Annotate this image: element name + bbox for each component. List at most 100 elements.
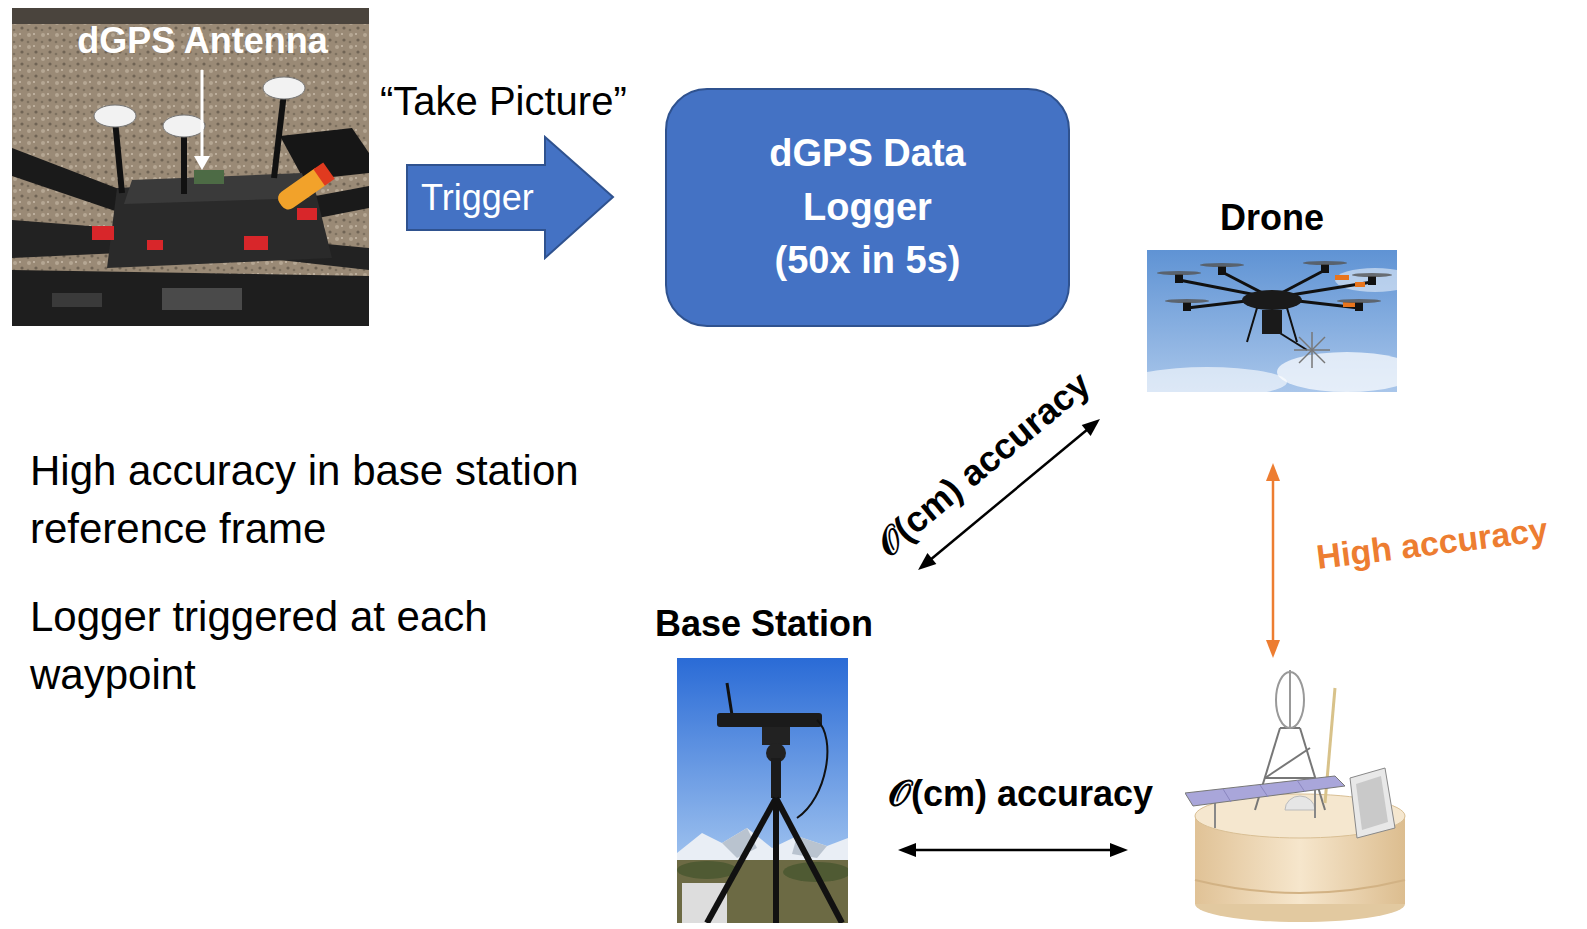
drone-photo-part [275, 162, 335, 212]
drone-image-part-part [1352, 273, 1392, 277]
drone-image-part-part [1299, 337, 1325, 363]
note-text: Logger triggered at each waypoint [30, 588, 590, 704]
drone-image-part-part [1157, 271, 1201, 275]
drone-image-part [1242, 290, 1302, 310]
base-station-photo-part-part [776, 798, 842, 923]
drone-node: Drone [1147, 194, 1397, 392]
arrow-head [1082, 419, 1100, 436]
base-station-photo-part-part [707, 798, 776, 923]
orange-arrow-part [1266, 463, 1280, 481]
detector-illustration-part-part [1300, 728, 1325, 810]
antenna-label: dGPS Antenna [24, 20, 381, 62]
drone-image-part [1262, 310, 1282, 334]
quote-heading: “Take Picture” [380, 75, 627, 127]
drone-photo-part [201, 70, 204, 158]
arrow-head [918, 553, 936, 570]
logger-box: dGPS Data Logger (50x in 5s) [665, 88, 1070, 327]
drone-image-part [1247, 308, 1307, 350]
label-holder: Logger triggered at each waypoint [30, 588, 590, 704]
detector-illustration-part [1350, 768, 1395, 838]
detector-illustration-part [1289, 670, 1291, 728]
drone-photo-part-part [115, 120, 122, 193]
black-arrow-part [898, 843, 916, 857]
drone-photo-part [194, 170, 224, 184]
label-holder: High accuracy [1314, 508, 1550, 578]
base-station-photo-part-part [773, 798, 779, 923]
drone-photo-part [115, 93, 284, 194]
label-holder: High accuracy in base station reference … [30, 442, 730, 558]
base-station-photo-part [762, 727, 790, 745]
orange-arrow [1266, 463, 1280, 658]
trigger-text: Trigger [405, 135, 615, 260]
edge-label-holder: 𝒪(cm) accuracy [867, 362, 1099, 565]
drone-image-part [1175, 264, 1376, 311]
drone-image-part-part [1218, 266, 1226, 275]
orange-arrow-part [1266, 640, 1280, 658]
drone-photo-part [12, 270, 369, 326]
drone-photo-part [163, 115, 205, 137]
base-station-heading: Base Station [655, 600, 873, 648]
drone-image-part-part [1200, 263, 1244, 267]
base-station-photo-part [677, 861, 737, 879]
base-station-photo-part [727, 683, 732, 715]
drone-photo-part [94, 105, 136, 127]
drone-image-part-part [1368, 276, 1376, 285]
drone-image-part [1147, 367, 1287, 392]
base-station-photo [677, 658, 848, 923]
drone-image-part [1294, 332, 1330, 368]
drone-photo-part-part [92, 226, 114, 240]
detector-illustration-part [1223, 780, 1305, 802]
accuracy-label: High accuracy [1314, 508, 1550, 578]
detector-illustration-part [1276, 672, 1304, 728]
detector-illustration-part-part [1265, 748, 1310, 778]
detector-illustration-part [1285, 796, 1315, 810]
trigger-node: “Take Picture” Trigger [380, 75, 627, 260]
detector-illustration-part-part [1314, 790, 1316, 818]
drone-image-part-part [1303, 261, 1347, 265]
drone-image-part-part [1287, 308, 1297, 342]
label-holder: dGPS Antenna [24, 20, 381, 62]
base-station-photo-part [771, 758, 781, 798]
drone-photo-part [162, 288, 242, 310]
drone-image-part-part [1175, 274, 1183, 283]
accuracy-label: 𝒪(cm) accuracy [868, 772, 1173, 816]
drone-photo-part-part [313, 162, 334, 185]
drone-image-part-part [1335, 275, 1349, 280]
orange-arrow-part [1272, 478, 1275, 643]
trigger-body: Trigger [405, 135, 615, 260]
drone-image [1147, 250, 1397, 392]
detector-illustration-part-part [1214, 803, 1216, 828]
drone-photo-part [263, 77, 305, 99]
detector-illustration-part [1356, 776, 1388, 830]
detector-illustration [1185, 668, 1415, 927]
drone-image-part [1277, 352, 1397, 392]
drone-image-part-part [1183, 302, 1191, 311]
detector-illustration-part [1185, 776, 1345, 806]
base-station-photo-part [717, 713, 822, 727]
drone-image-part [1335, 268, 1397, 292]
drone-heading: Drone [1147, 194, 1397, 242]
detector-illustration-part-part [1260, 785, 1268, 797]
drone-image-part-part [1321, 264, 1329, 273]
label-holder: 𝒪(cm) accuracy [868, 772, 1173, 816]
drone-image-part-part [1165, 299, 1209, 303]
detector-illustration-part [1195, 880, 1405, 893]
black-arrow-part [914, 849, 1112, 852]
drone-image-part-part [1355, 282, 1365, 287]
black-arrow [898, 843, 1128, 857]
edge-label: 𝒪(cm) accuracy [867, 362, 1099, 565]
logger-text: dGPS Data Logger (50x in 5s) [765, 127, 971, 289]
drone-image-part-part [1337, 299, 1381, 303]
base-station-photo-part [677, 658, 848, 923]
drone-photo-part [12, 148, 132, 216]
base-station-photo-part [797, 720, 827, 818]
drone-photo-part [52, 293, 102, 307]
base-station-photo-part [707, 798, 842, 923]
drone-photo-part-part [147, 240, 163, 250]
drone-image-part-part [1247, 308, 1257, 342]
base-station-node: Base Station [655, 600, 873, 923]
drone-image-part-part [1355, 302, 1363, 311]
drone-photo-part-part [297, 208, 317, 220]
note-text: High accuracy in base station reference … [30, 442, 730, 558]
